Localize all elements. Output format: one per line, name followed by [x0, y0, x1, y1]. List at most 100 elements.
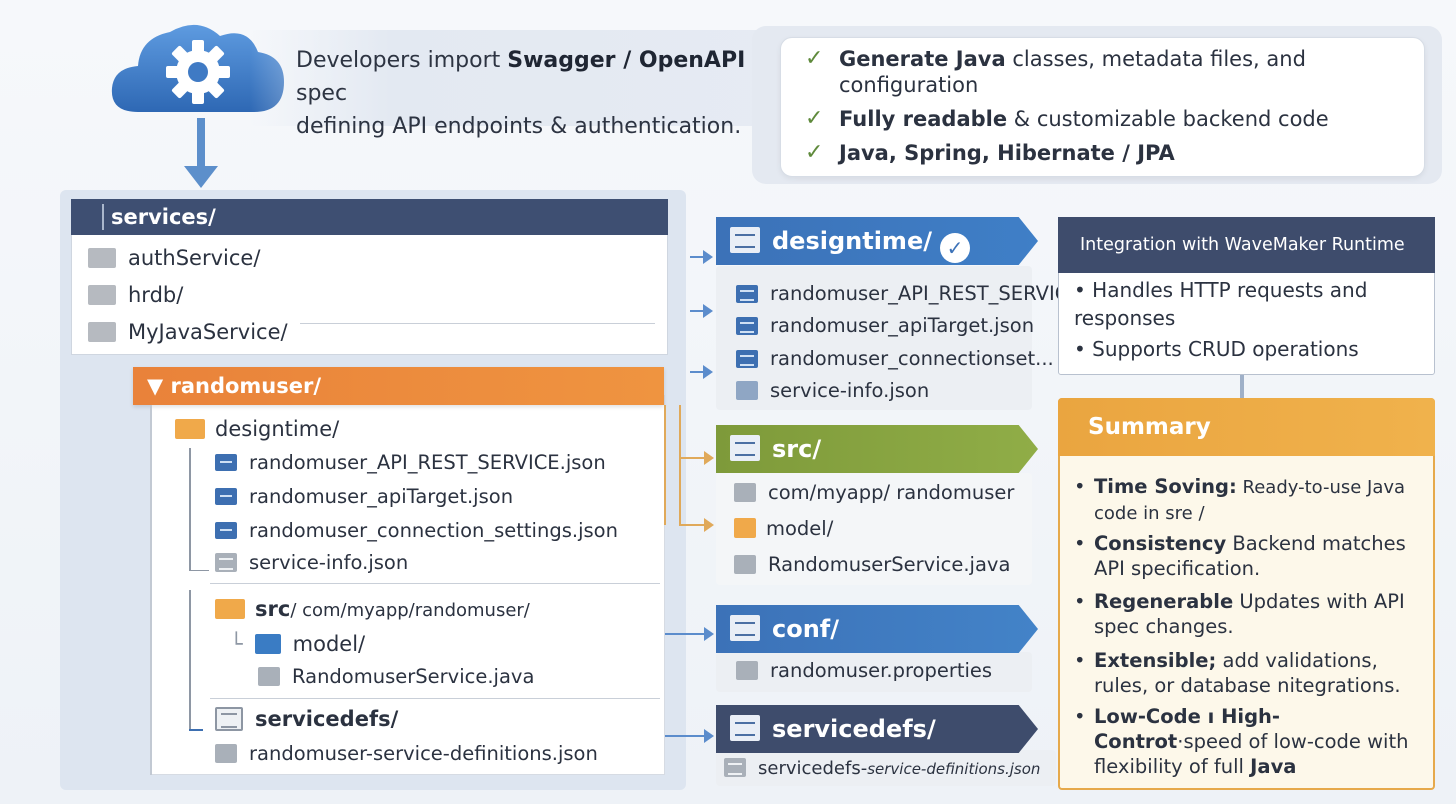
- json-file-icon: [736, 285, 758, 303]
- designtime-card: [716, 266, 1032, 410]
- connector: [1240, 375, 1244, 399]
- divider: [300, 323, 655, 324]
- file-item[interactable]: service-info.json: [736, 376, 929, 406]
- tree-file[interactable]: randomuser-service-definitions.json: [215, 739, 598, 769]
- divider: [210, 583, 660, 584]
- json-file-icon: [736, 350, 758, 368]
- check-icon: ✓: [805, 106, 824, 131]
- code-file-icon: [730, 435, 760, 461]
- arrow: [679, 518, 714, 532]
- check-icon: ✓: [805, 140, 824, 165]
- folder-icon: [215, 599, 245, 619]
- file-item[interactable]: RandomuserService.java: [734, 550, 1010, 580]
- summary-item: •Regenerable Updates with API spec chang…: [1074, 590, 1405, 638]
- file-icon: [736, 661, 758, 680]
- file-icon: [736, 381, 758, 400]
- tree-item-model[interactable]: └model/: [230, 632, 366, 656]
- services-header[interactable]: services/: [71, 199, 668, 235]
- branch-icon: └: [230, 632, 243, 656]
- summary-item: •Consistency Backend matches API specifi…: [1074, 532, 1406, 580]
- feature-item: ✓ Java, Spring, Hibernate / JPA: [805, 140, 1175, 165]
- tree-file[interactable]: randomuser_apiTarget.json: [215, 482, 513, 512]
- tree-line: [189, 448, 191, 570]
- conf-card: [716, 652, 1032, 692]
- tree-line: [150, 405, 152, 775]
- intro-background: [250, 30, 810, 126]
- tree-line: [189, 570, 209, 571]
- document-icon: [215, 707, 243, 731]
- file-item[interactable]: com/myapp/ randomuser: [734, 478, 1014, 508]
- summary-item: •Time Soving: Ready-to-use Java code in …: [1074, 475, 1406, 524]
- connector-line: [664, 405, 666, 525]
- json-file-icon: [215, 488, 237, 505]
- file-item[interactable]: randomuser.properties: [736, 656, 992, 686]
- tree-item-hrdb[interactable]: hrdb/: [88, 280, 183, 310]
- arrow: [690, 304, 713, 318]
- integration-item: • Handles HTTP requests and responses: [1074, 278, 1368, 330]
- tree-item-src[interactable]: src/ com/myapp/randomuser/: [215, 594, 530, 624]
- tree-item-servicedefs[interactable]: servicedefs/: [215, 704, 398, 734]
- down-arrow-head: [184, 166, 218, 188]
- folder-icon: [734, 518, 756, 538]
- file-icon: [724, 758, 746, 777]
- summary-box: [1058, 398, 1435, 790]
- cloud-gear-icon: [111, 24, 284, 113]
- servicedefs-banner[interactable]: servicedefs/: [716, 705, 1038, 753]
- collapse-triangle-icon: ▼: [147, 374, 164, 398]
- tree-item-myjavaservice[interactable]: MyJavaService/: [88, 317, 288, 347]
- document-icon: [730, 615, 760, 641]
- json-file-icon: [215, 522, 237, 539]
- json-file-icon: [215, 454, 237, 471]
- divider: [210, 698, 660, 699]
- check-icon: ✓: [805, 46, 824, 71]
- file-icon: [734, 483, 756, 502]
- header-tick: [102, 204, 104, 230]
- randomuser-header[interactable]: ▼ randomuser/: [133, 367, 664, 405]
- tree-file[interactable]: RandomuserService.java: [258, 662, 534, 692]
- summary-item: •Extensible; add validations, rules, or …: [1074, 649, 1401, 697]
- feature-item: ✓ Generate Java classes, metadata files,…: [805, 46, 1306, 97]
- tree-file[interactable]: service-info.json: [215, 548, 408, 578]
- tree-item-authservice[interactable]: authService/: [88, 243, 260, 273]
- file-icon: [258, 667, 280, 686]
- file-item[interactable]: randomuser_connectionset...: [736, 344, 1054, 374]
- folder-icon: [175, 419, 205, 439]
- document-icon: [730, 715, 760, 741]
- check-circle-icon: ✓: [939, 233, 970, 263]
- tree-file[interactable]: randomuser_API_REST_SERVICE.json: [215, 448, 606, 478]
- file-icon: [215, 553, 237, 572]
- folder-icon: [254, 634, 281, 654]
- integration-item: • Supports CRUD operations: [1074, 337, 1359, 361]
- folder-icon: [88, 285, 116, 305]
- feature-item: ✓ Fully readable & customizable backend …: [805, 106, 1329, 131]
- tree-line: [189, 590, 191, 730]
- file-item[interactable]: servicedefs-service-definitions.json: [724, 754, 1040, 784]
- file-icon: [734, 555, 756, 574]
- arrow: [679, 451, 714, 465]
- tree-line: [189, 729, 203, 731]
- json-file-icon: [736, 317, 758, 335]
- folder-icon: [88, 322, 116, 342]
- arrow: [690, 365, 713, 379]
- file-item[interactable]: randomuser_API_REST_SERVICE: [736, 279, 1081, 309]
- file-item[interactable]: randomuser_apiTarget.json: [736, 311, 1034, 341]
- file-icon: [215, 744, 237, 763]
- tree-file[interactable]: randomuser_connection_settings.json: [215, 516, 618, 546]
- arrow: [690, 250, 713, 264]
- file-item[interactable]: model/: [734, 514, 833, 544]
- features-box: ✓ Generate Java classes, metadata files,…: [780, 37, 1425, 177]
- designtime-banner[interactable]: designtime/✓: [716, 217, 1038, 265]
- src-card: [716, 473, 1032, 585]
- down-arrow: [197, 118, 205, 168]
- conf-banner[interactable]: conf/: [716, 605, 1038, 653]
- arrow: [665, 729, 714, 743]
- src-banner[interactable]: src/: [716, 425, 1038, 473]
- tree-item-designtime[interactable]: designtime/: [175, 414, 339, 444]
- summary-title: Summary: [1058, 398, 1435, 456]
- servicedefs-card: [716, 750, 1056, 786]
- integration-title: Integration with WaveMaker Runtime: [1058, 217, 1435, 273]
- summary-item: •Low-Code ı High-Controt·speed of low-co…: [1074, 705, 1409, 778]
- intro-text: Developers import Swagger / OpenAPI spec…: [296, 48, 746, 139]
- folder-icon: [88, 248, 116, 268]
- connector-line: [679, 405, 681, 525]
